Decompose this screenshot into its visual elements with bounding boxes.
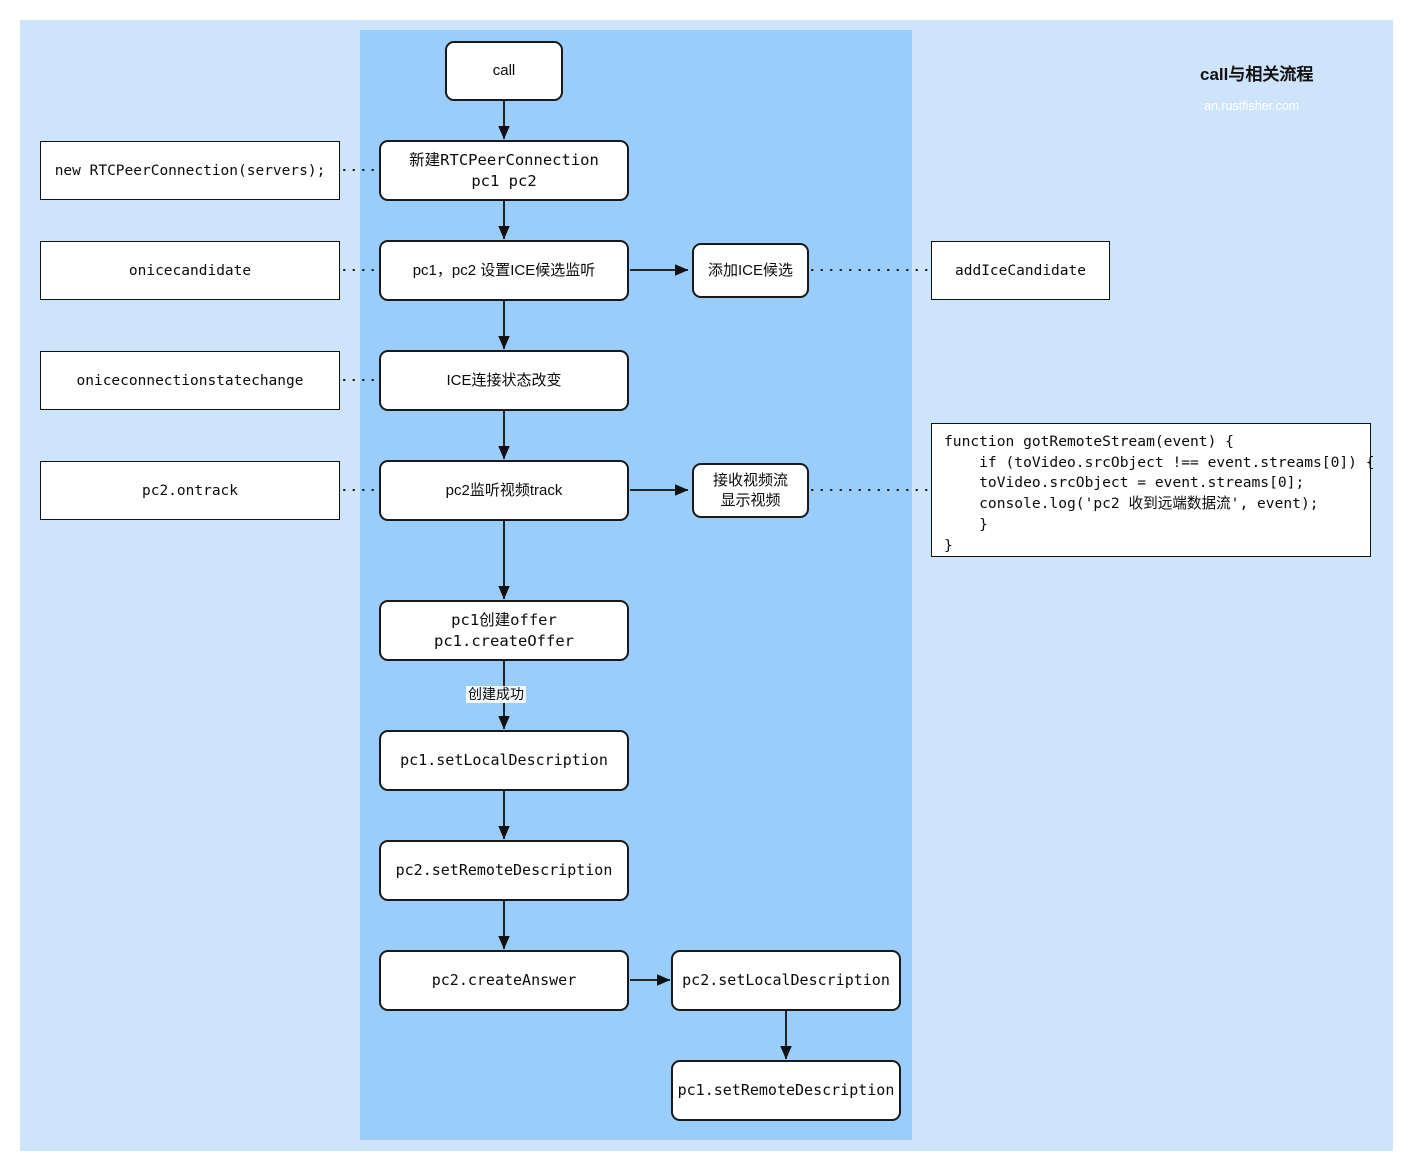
node-ice-state-change[interactable]: ICE连接状态改变 xyxy=(379,350,629,411)
node-ice-candidate-listen[interactable]: pc1，pc2 设置ICE候选监听 xyxy=(379,240,629,301)
annotation-pc2-ontrack: pc2.ontrack xyxy=(40,461,340,520)
node-pc1-set-local-description[interactable]: pc1.setLocalDescription xyxy=(379,730,629,791)
code-block-gotremotestream: function gotRemoteStream(event) { if (to… xyxy=(931,423,1375,557)
page-title: call与相关流程 xyxy=(1200,65,1314,84)
node-new-peer-connection[interactable]: 新建RTCPeerConnection pc1 pc2 xyxy=(379,140,629,201)
node-add-ice-candidate[interactable]: 添加ICE候选 xyxy=(692,243,809,298)
page-subtitle: an.rustfisher.com xyxy=(1204,99,1300,113)
edge-label-create-success: 创建成功 xyxy=(466,686,526,703)
annotation-addicecandidate: addIceCandidate xyxy=(931,241,1110,300)
node-pc2-set-remote-description[interactable]: pc2.setRemoteDescription xyxy=(379,840,629,901)
node-pc1-set-remote-description[interactable]: pc1.setRemoteDescription xyxy=(671,1060,901,1121)
annotation-new-rtcpeerconnection: new RTCPeerConnection(servers); xyxy=(40,141,340,200)
node-pc2-create-answer[interactable]: pc2.createAnswer xyxy=(379,950,629,1011)
node-pc1-create-offer[interactable]: pc1创建offer pc1.createOffer xyxy=(379,600,629,661)
node-pc2-set-local-description[interactable]: pc2.setLocalDescription xyxy=(671,950,901,1011)
node-pc2-track-listen[interactable]: pc2监听视频track xyxy=(379,460,629,521)
annotation-oniceconnectionstatechange: oniceconnectionstatechange xyxy=(40,351,340,410)
node-call[interactable]: call xyxy=(445,41,563,101)
node-receive-video[interactable]: 接收视频流 显示视频 xyxy=(692,463,809,518)
annotation-onicecandidate: onicecandidate xyxy=(40,241,340,300)
